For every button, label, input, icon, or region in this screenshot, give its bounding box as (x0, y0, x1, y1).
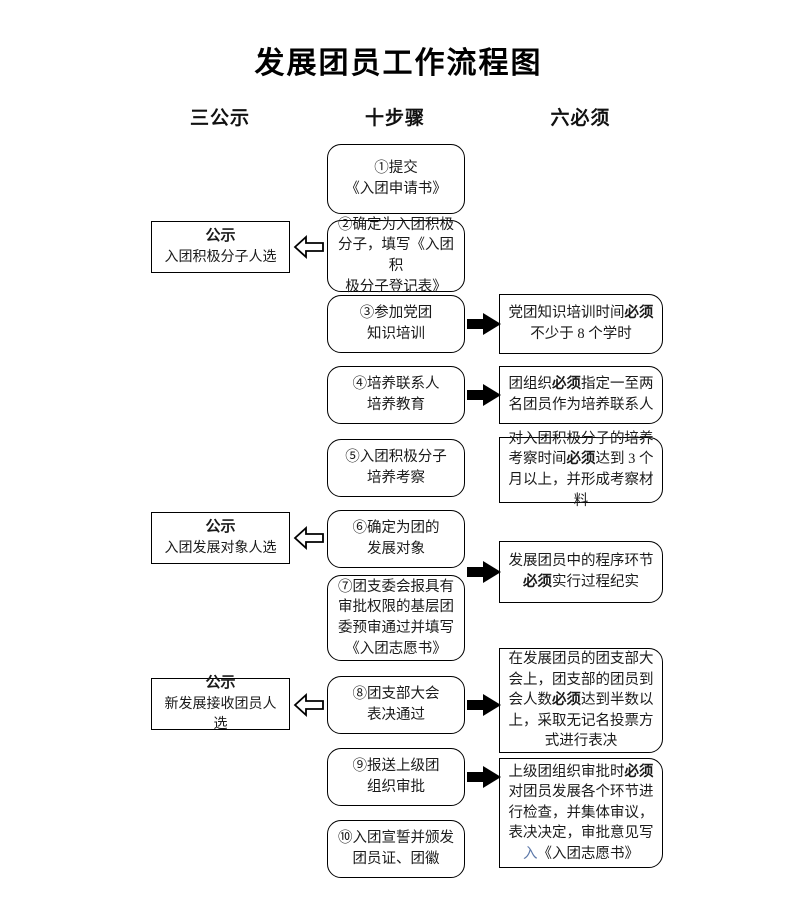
requirement-box-5[interactable]: 在发展团员的团支部大会上，团支部的团员到会人数必须达到半数以上，采取无记名投票方… (499, 648, 663, 753)
publicity-1-heading: 公示 (205, 227, 236, 244)
step-box-9[interactable]: ⑨报送上级团 组织审批 (327, 748, 465, 806)
solid-arrow-right-1 (467, 313, 501, 335)
step-1-line-1: ①提交 (374, 160, 418, 177)
hollow-arrow-left-2 (293, 525, 325, 551)
step-7-line-1: ⑦团支委会报具有 (338, 578, 454, 595)
arrow-head (483, 694, 501, 716)
step-7-line-2: 审批权限的基层团 (338, 599, 454, 616)
publicity-box-1[interactable]: 公示 入团积极分子人选 (151, 221, 290, 273)
step-8-line-1: ⑧团支部大会 (352, 686, 440, 703)
column-header-steps: 十步骤 (364, 108, 425, 129)
step-3-line-1: ③参加党团 (359, 305, 433, 322)
step-5-line-1: ⑤入团积极分子 (345, 449, 447, 466)
step-2-line-2: 分子，填写《入团积 (338, 237, 454, 274)
requirement-1-text: 党团知识培训时间必须不少于 8 个学时 (508, 305, 654, 342)
solid-arrow-right-5 (467, 766, 501, 788)
accent-character: 入 (523, 845, 538, 862)
requirement-6-text: 上级团组织审批时必须对团员发展各个环节进行检查，并集体审议，表决决定，审批意见写… (508, 763, 654, 862)
step-4-line-2: 培养教育 (367, 397, 425, 413)
requirement-box-4[interactable]: 发展团员中的程序环节必须实行过程纪实 (499, 541, 663, 603)
arrow-head (483, 766, 501, 788)
step-box-4[interactable]: ④培养联系人 培养教育 (327, 366, 465, 424)
step-2-line-1: ②确定为入团积极 (338, 216, 454, 233)
publicity-box-2[interactable]: 公示 入团发展对象人选 (151, 512, 290, 564)
step-6-line-1: ⑥确定为团的 (352, 520, 440, 537)
arrow-shaft (467, 390, 485, 400)
requirement-5-text: 在发展团员的团支部大会上，团支部的团员到会人数必须达到半数以上，采取无记名投票方… (508, 651, 654, 750)
step-box-6[interactable]: ⑥确定为团的 发展对象 (327, 510, 465, 568)
arrow-shaft (467, 700, 485, 710)
step-7-line-3: 委预审通过并填写 (338, 620, 454, 636)
requirement-4-text: 发展团员中的程序环节必须实行过程纪实 (508, 553, 654, 590)
publicity-2-heading: 公示 (205, 518, 236, 535)
solid-arrow-right-2 (467, 384, 501, 406)
page-title: 发展团员工作流程图 (254, 47, 543, 80)
solid-arrow-right-4 (467, 694, 501, 716)
step-1-line-2: 《入团申请书》 (345, 181, 447, 197)
step-box-1[interactable]: ①提交 《入团申请书》 (327, 144, 465, 214)
publicity-3-heading: 公示 (205, 674, 236, 691)
step-9-line-1: ⑨报送上级团 (352, 758, 440, 775)
step-box-8[interactable]: ⑧团支部大会 表决通过 (327, 676, 465, 734)
step-9-line-2: 组织审批 (367, 779, 425, 795)
step-7-line-4: 《入团志愿书》 (345, 640, 447, 657)
step-box-10[interactable]: ⑩入团宣誓并颁发 团员证、团徽 (327, 820, 465, 878)
requirement-3-text: 对入团积极分子的培养考察时间必须达到 3 个月以上，并形成考察材料 (508, 430, 654, 509)
requirement-box-3[interactable]: 对入团积极分子的培养考察时间必须达到 3 个月以上，并形成考察材料 (499, 431, 663, 509)
hollow-arrow-left-1 (293, 234, 325, 260)
publicity-3-candidates: 新发展接收团员人选 (164, 697, 277, 733)
hollow-arrow-left-3 (293, 692, 325, 718)
arrow-shaft (467, 772, 485, 782)
arrow-head (483, 384, 501, 406)
step-box-7[interactable]: ⑦团支委会报具有 审批权限的基层团 委预审通过并填写 《入团志愿书》 (327, 575, 465, 661)
step-2-line-3: 极分子登记表》 (345, 278, 447, 295)
arrow-head (483, 561, 501, 583)
column-header-requirements: 六必须 (550, 108, 611, 129)
requirement-box-2[interactable]: 团组织必须指定一至两名团员作为培养联系人 (499, 366, 663, 424)
solid-arrow-right-3 (467, 561, 501, 583)
step-4-line-1: ④培养联系人 (352, 376, 440, 393)
step-3-line-2: 知识培训 (367, 326, 425, 342)
requirement-2-text: 团组织必须指定一至两名团员作为培养联系人 (508, 376, 654, 413)
arrow-shaft (467, 319, 485, 329)
publicity-box-3[interactable]: 公示 新发展接收团员人选 (151, 675, 290, 733)
requirement-box-6[interactable]: 上级团组织审批时必须对团员发展各个环节进行检查，并集体审议，表决决定，审批意见写… (499, 758, 663, 868)
arrow-head (483, 313, 501, 335)
publicity-2-candidates: 入团发展对象人选 (164, 541, 277, 557)
column-header-publicity: 三公示 (189, 108, 250, 129)
step-6-line-2: 发展对象 (367, 541, 425, 557)
step-box-5[interactable]: ⑤入团积极分子 培养考察 (327, 439, 465, 497)
step-box-3[interactable]: ③参加党团 知识培训 (327, 295, 465, 353)
step-10-line-2: 团员证、团徽 (352, 851, 440, 867)
step-8-line-2: 表决通过 (367, 707, 425, 723)
step-box-2[interactable]: ②确定为入团积极 分子，填写《入团积 极分子登记表》 (327, 217, 465, 295)
arrow-shaft (467, 567, 485, 577)
publicity-1-candidates: 入团积极分子人选 (164, 250, 277, 266)
step-10-line-1: ⑩入团宣誓并颁发 (338, 830, 454, 847)
requirement-box-1[interactable]: 党团知识培训时间必须不少于 8 个学时 (499, 294, 663, 354)
step-5-line-2: 培养考察 (367, 470, 425, 486)
